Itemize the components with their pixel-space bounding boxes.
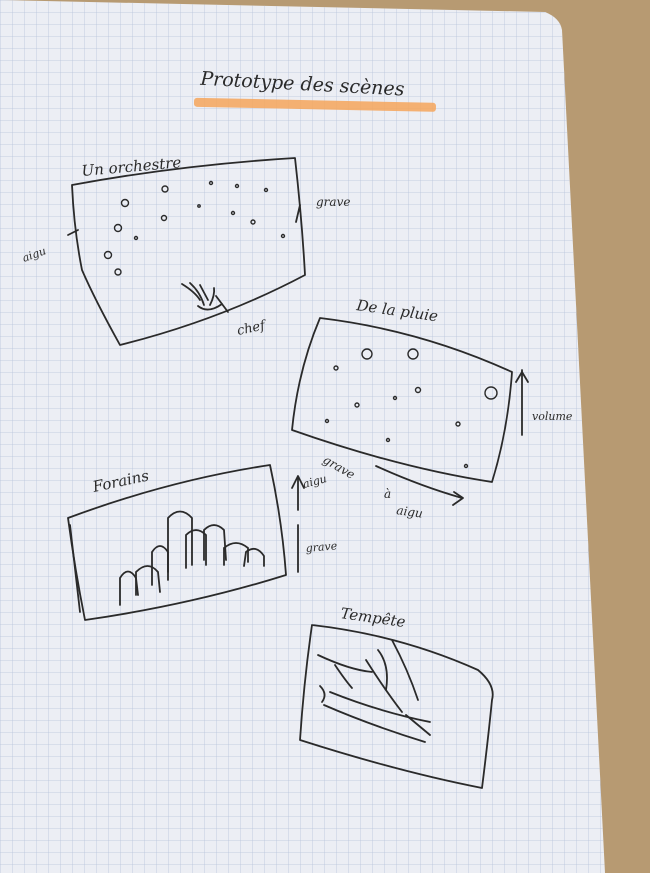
scene-storm (299, 624, 494, 789)
orchestra-grave-label: grave (316, 195, 350, 209)
fair-aigu-label: aigu (301, 472, 328, 491)
orchestra-chef-label: chef (236, 318, 269, 339)
scene-orchestra (67, 157, 306, 346)
page-grid (0, 0, 605, 873)
rain-volume-label: volume (532, 410, 573, 423)
rain-aigu-label: aigu (396, 503, 424, 521)
fair-grave-label: grave (305, 539, 338, 555)
title-highlight (193, 97, 436, 112)
scene-rain (291, 317, 529, 506)
rain-a-label: à (384, 487, 391, 501)
orchestra-dots (103, 180, 286, 276)
scene-fair (67, 464, 305, 621)
rain-dots (324, 348, 498, 469)
